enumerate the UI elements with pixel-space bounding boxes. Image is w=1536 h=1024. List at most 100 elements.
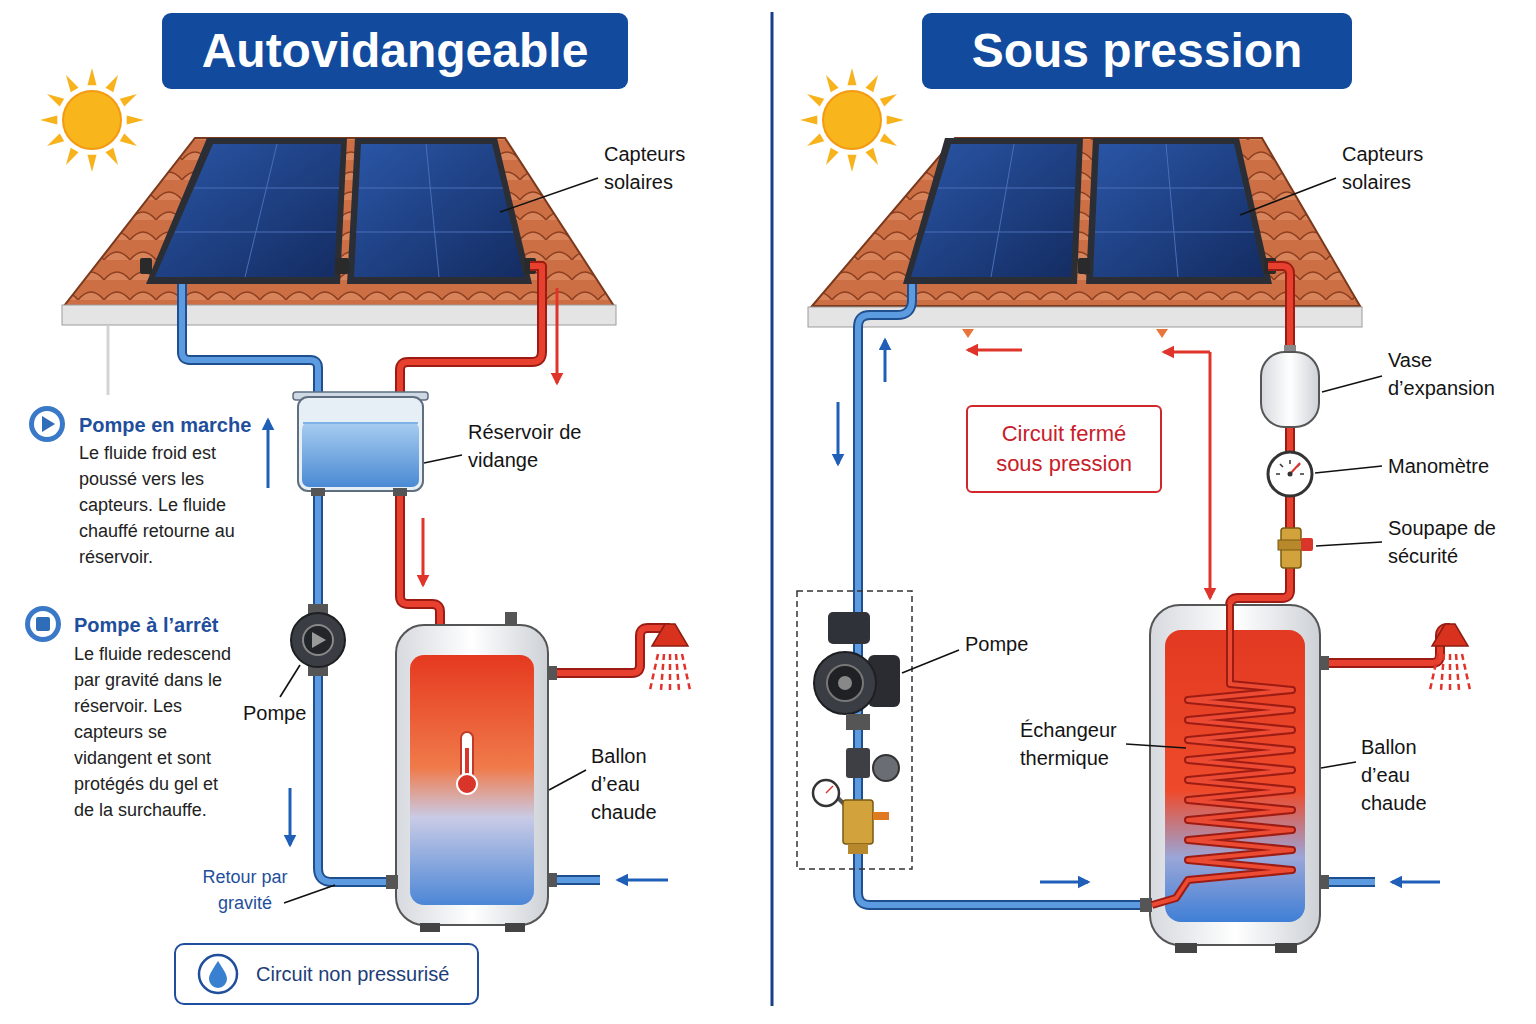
- safety-valve: [1301, 538, 1313, 551]
- pipe: [1320, 628, 1450, 663]
- part-label: Capteurs solaires: [604, 140, 704, 196]
- pipe: [1287, 425, 1293, 452]
- hot-water-tank: [1150, 605, 1320, 945]
- drop-icon: [209, 961, 227, 988]
- sun: [127, 115, 144, 124]
- pump-group: [846, 748, 870, 778]
- pump-group: [797, 591, 912, 869]
- pump: [291, 613, 345, 667]
- hot-water-tank: [386, 875, 398, 889]
- roof: [107, 326, 110, 395]
- sun: [826, 148, 839, 165]
- sun: [823, 91, 881, 149]
- sun: [865, 75, 878, 92]
- part-label: Réservoir de vidange: [468, 418, 600, 474]
- drain-tank: [302, 422, 419, 487]
- sun: [880, 94, 897, 107]
- pump-group: [797, 591, 912, 869]
- shower: [1449, 654, 1452, 690]
- note-icon: [25, 406, 65, 642]
- shower: [661, 654, 664, 690]
- sun: [847, 155, 856, 172]
- pump: [303, 625, 333, 655]
- hot-water-tank: [461, 732, 473, 780]
- pipe: [1320, 628, 1450, 663]
- leader-line: [1315, 466, 1382, 473]
- sun: [105, 75, 118, 92]
- hot-water-tank: [547, 873, 557, 887]
- solar-panel: [245, 144, 277, 277]
- shower: [669, 654, 672, 690]
- pipe: [400, 490, 440, 627]
- sun: [887, 115, 904, 124]
- roof: [812, 138, 1360, 306]
- pipe: [318, 668, 397, 882]
- safety-valve: [1278, 540, 1304, 550]
- pressure-gauge: [1268, 452, 1312, 496]
- sun: [87, 155, 96, 172]
- solar-panel: [1093, 144, 1264, 277]
- pipe: [182, 284, 318, 398]
- solar-panel: [155, 144, 341, 277]
- pump-group: [848, 844, 868, 854]
- flow-arrow: [267, 420, 270, 488]
- sun: [66, 75, 79, 92]
- shower: [1456, 654, 1459, 690]
- pump-group: [826, 786, 833, 793]
- title-banner: Autovidangeable: [162, 13, 628, 89]
- pipe: [400, 266, 542, 398]
- solar-panel: [140, 138, 536, 284]
- pipe: [1285, 425, 1295, 452]
- pump-group: [843, 800, 873, 844]
- leader-line: [1240, 178, 1336, 215]
- flow-arrow: [837, 402, 840, 464]
- roof: [808, 138, 1362, 338]
- hot-water-tank: [547, 666, 557, 680]
- solar-panel: [354, 144, 524, 277]
- pressure-gauge: [1288, 472, 1293, 477]
- drain-tank: [393, 488, 407, 496]
- sun: [847, 68, 856, 85]
- pipe: [400, 490, 440, 627]
- solar-panel: [903, 138, 1276, 284]
- hot-water-tank: [505, 923, 525, 932]
- roof: [1156, 329, 1168, 338]
- shower: [1462, 654, 1470, 690]
- leader-line: [1322, 376, 1382, 392]
- drain-tank: [311, 488, 325, 496]
- heat-exchanger-coil: [1152, 604, 1292, 905]
- pipe: [1285, 496, 1295, 530]
- pump: [312, 632, 326, 648]
- pipe: [547, 628, 670, 673]
- sun: [807, 94, 824, 107]
- note-text: Le fluide froid est poussé vers les capt…: [79, 440, 244, 570]
- safety-valve: [1278, 528, 1313, 568]
- solar-panel: [146, 138, 347, 284]
- part-label: Échangeur thermique: [1020, 716, 1124, 772]
- pump-group: [838, 676, 852, 690]
- flow-arrow: [1040, 881, 1088, 884]
- title-banner: Sous pression: [922, 13, 1352, 89]
- flow-arrow: [556, 288, 559, 383]
- hot-water-tank: [410, 655, 534, 905]
- drain-tank: [303, 422, 418, 424]
- part-label: Manomètre: [1388, 452, 1489, 480]
- shower: [1430, 624, 1470, 690]
- sun: [66, 148, 79, 165]
- note-icon: [36, 617, 50, 631]
- part-label: Retour par gravité: [190, 864, 300, 916]
- sun: [105, 148, 118, 165]
- flow-arrow: [1164, 351, 1210, 354]
- pipe: [547, 628, 670, 673]
- flow-arrow: [289, 788, 292, 845]
- leader-line: [500, 178, 598, 212]
- leader-line: [280, 665, 300, 697]
- solar-panel: [911, 144, 1077, 277]
- roof: [64, 138, 614, 306]
- pressure-gauge: [1268, 452, 1312, 496]
- note-heading: Pompe à l’arrêt: [74, 611, 219, 639]
- shower: [650, 624, 690, 690]
- pipe: [858, 284, 1151, 905]
- pump-group: [873, 755, 899, 781]
- hot-water-tank: [1175, 943, 1197, 953]
